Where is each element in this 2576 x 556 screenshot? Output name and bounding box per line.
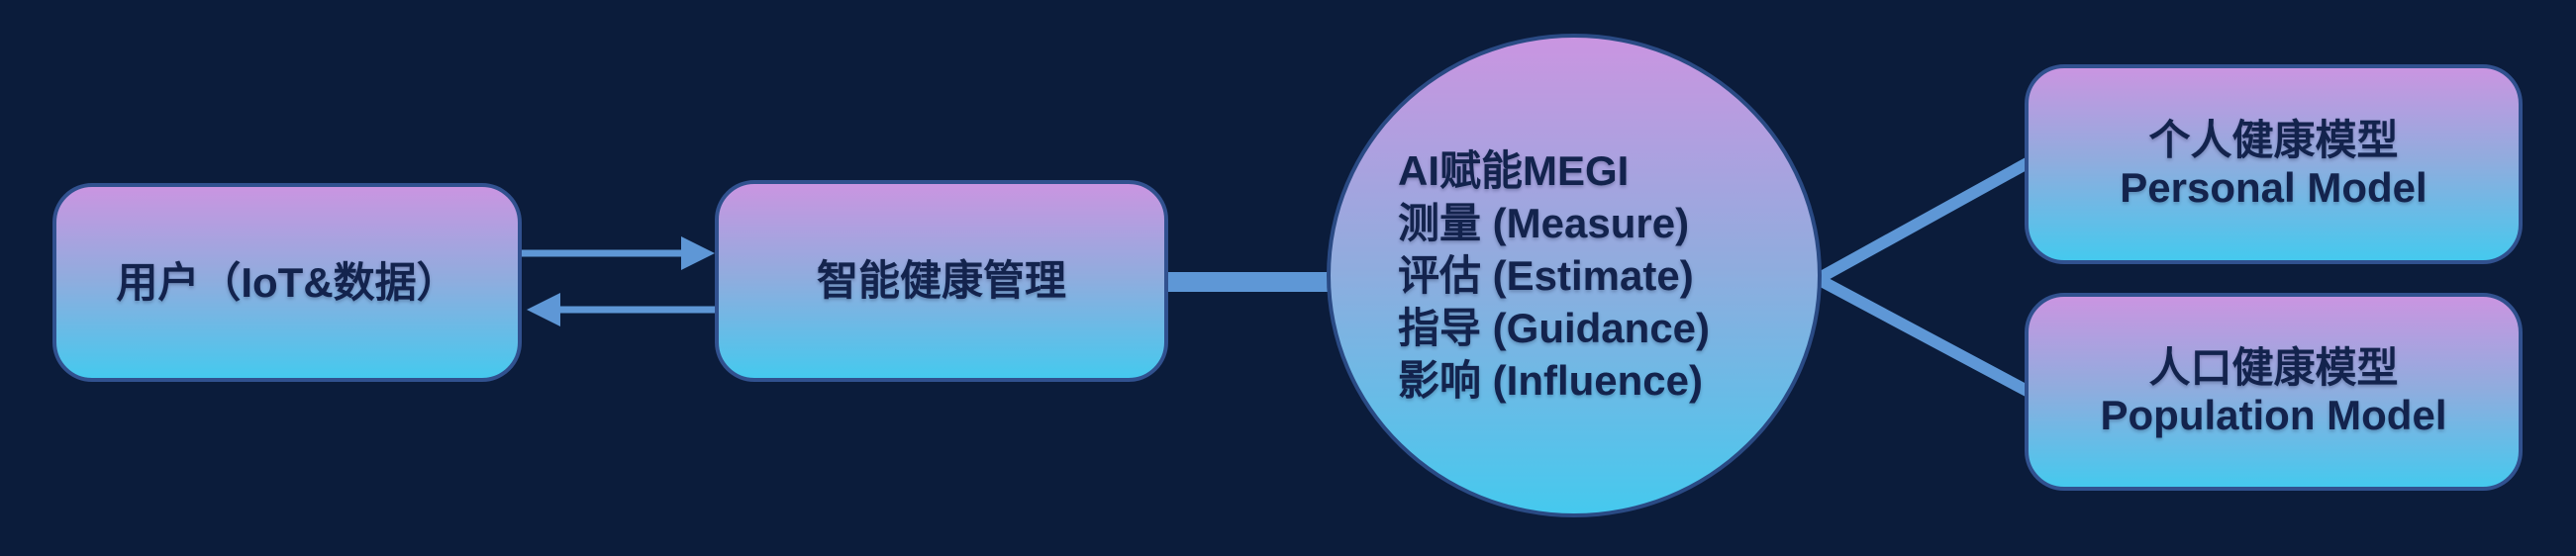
- node-population-model: 人口健康模型 Population Model: [2025, 293, 2523, 491]
- node-ai-megi-circle: AI赋能MEGI 测量 (Measure) 评估 (Estimate) 指导 (…: [1327, 34, 1822, 517]
- megi-text-block: AI赋能MEGI 测量 (Measure) 评估 (Estimate) 指导 (…: [1331, 144, 1710, 407]
- node-user-iot-data: 用户（IoT&数据）: [52, 183, 522, 382]
- arrow-user-to-management: [522, 236, 715, 270]
- node-intelligent-health-management: 智能健康管理: [715, 180, 1168, 382]
- megi-line-estimate: 评估 (Estimate): [1398, 252, 1694, 299]
- megi-line-guidance: 指导 (Guidance): [1398, 305, 1711, 351]
- personal-model-title: 个人健康模型: [2148, 117, 2399, 163]
- megi-line-title: AI赋能MEGI: [1398, 147, 1630, 194]
- connector-megi-to-personal: [1815, 154, 2035, 285]
- population-model-title: 人口健康模型: [2148, 344, 2399, 391]
- personal-model-subtitle: Personal Model: [2120, 164, 2427, 211]
- node-user-label: 用户（IoT&数据）: [116, 258, 458, 306]
- arrow-management-to-user: [527, 293, 715, 326]
- node-management-label: 智能健康管理: [816, 257, 1066, 304]
- megi-line-influence: 影响 (Influence): [1398, 357, 1704, 404]
- population-model-subtitle: Population Model: [2100, 392, 2447, 438]
- connector-megi-to-population: [1815, 273, 2035, 400]
- node-personal-model: 个人健康模型 Personal Model: [2025, 64, 2523, 264]
- megi-line-measure: 测量 (Measure): [1398, 200, 1690, 246]
